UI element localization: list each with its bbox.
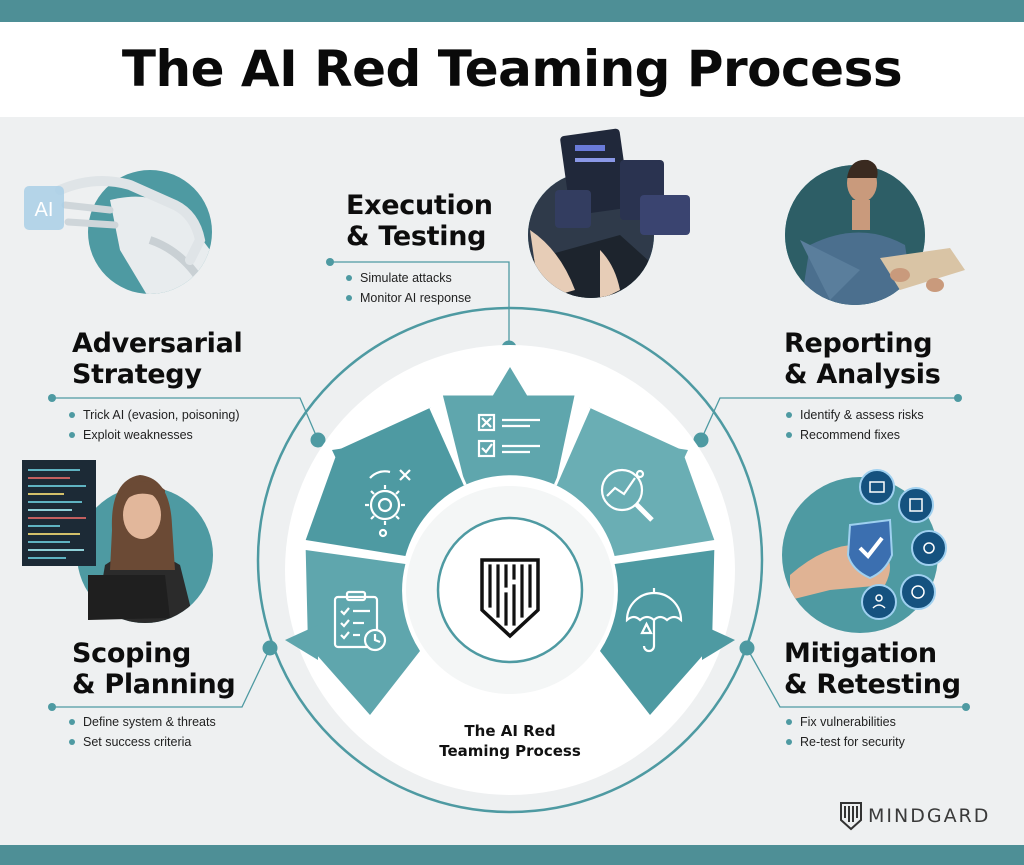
mitigation-title: Mitigation & Retesting xyxy=(784,638,961,700)
man-tablet-photo xyxy=(785,159,965,305)
reporting-bullet-1: Identify & assess risks xyxy=(786,405,924,425)
umbrella-icon xyxy=(625,588,683,653)
scoping-bullet-1: Define system & threats xyxy=(69,712,216,732)
bottom-accent-bar xyxy=(0,845,1024,865)
magnifier-chart-icon xyxy=(600,468,654,522)
reporting-bullet-2: Recommend fixes xyxy=(786,425,924,445)
center-label: The AI Red Teaming Process xyxy=(439,722,581,760)
execution-bullets: Simulate attacks Monitor AI response xyxy=(346,268,471,308)
segment-adversarial[interactable] xyxy=(305,407,466,556)
connector-dots xyxy=(48,258,970,711)
connector-lines xyxy=(52,261,966,708)
adversarial-bullet-1: Trick AI (evasion, poisoning) xyxy=(69,405,240,425)
brand-logo-icon xyxy=(840,802,862,831)
reporting-bullets: Identify & assess risks Recommend fixes xyxy=(786,405,924,445)
woman-laptop-photo xyxy=(22,460,213,623)
brand-name: MINDGARD xyxy=(868,805,991,827)
segment-separators xyxy=(305,406,715,562)
segment-reporting[interactable] xyxy=(555,407,715,556)
top-accent-bar xyxy=(0,0,1024,22)
scoping-bullet-2: Set success criteria xyxy=(69,732,216,752)
segment-execution[interactable] xyxy=(442,367,575,485)
segment-scoping[interactable] xyxy=(285,550,420,715)
execution-bullet-1: Simulate attacks xyxy=(346,268,471,288)
page-title: The AI Red Teaming Process xyxy=(121,40,903,98)
reporting-title: Reporting & Analysis xyxy=(784,328,941,390)
shield-logo-icon xyxy=(480,558,540,639)
mitigation-bullet-1: Fix vulnerabilities xyxy=(786,712,905,732)
mitigation-bullet-2: Re-test for security xyxy=(786,732,905,752)
adversarial-title: Adversarial Strategy xyxy=(72,328,243,390)
shield-hand-photo xyxy=(782,469,947,633)
gear-icon xyxy=(365,469,411,538)
segment-mitigation[interactable] xyxy=(600,550,735,715)
robot-hand-photo: AI xyxy=(24,170,212,294)
outer-ring xyxy=(256,306,764,814)
laptop-dashboard-photo xyxy=(528,128,690,298)
mitigation-bullets: Fix vulnerabilities Re-test for security xyxy=(786,712,905,752)
adversarial-bullet-2: Exploit weaknesses xyxy=(69,425,240,445)
scoping-bullets: Define system & threats Set success crit… xyxy=(69,712,216,752)
checklist-icon xyxy=(477,413,540,458)
hub-ring xyxy=(436,516,584,664)
adversarial-bullets: Trick AI (evasion, poisoning) Exploit we… xyxy=(69,405,240,445)
title-banner xyxy=(0,22,1024,117)
scoping-title: Scoping & Planning xyxy=(72,638,236,700)
clipboard-clock-icon xyxy=(333,590,387,652)
execution-bullet-2: Monitor AI response xyxy=(346,288,471,308)
ai-chip-label: AI xyxy=(35,199,54,221)
execution-title: Execution & Testing xyxy=(346,190,493,252)
